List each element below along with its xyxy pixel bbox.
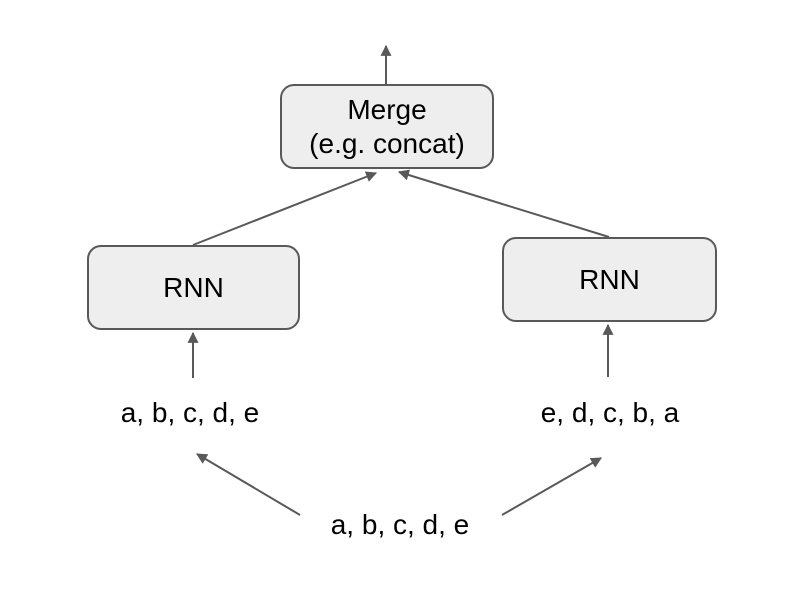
merge-node-label-line1: Merge (347, 93, 427, 125)
rnn-left-node-label: RNN (163, 271, 224, 303)
source-sequence-label: a, b, c, d, e (330, 509, 470, 540)
merge-node-label-line2: (e.g. concat) (309, 127, 465, 159)
input-sequence-right-label: e, d, c, b, a (540, 397, 680, 428)
merge-node: Merge (e.g. concat) (280, 84, 494, 169)
rnn-right-to-merge-arrow (397, 169, 610, 238)
input-sequence-left-label: a, b, c, d, e (120, 397, 260, 428)
rnn-left-node: RNN (87, 245, 300, 330)
source-to-right-arrow (501, 457, 602, 516)
rnn-right-node: RNN (502, 237, 717, 322)
rnn-left-to-merge-arrow (192, 171, 378, 246)
rnn-right-node-label: RNN (579, 263, 640, 295)
source-to-left-arrow (196, 453, 301, 516)
